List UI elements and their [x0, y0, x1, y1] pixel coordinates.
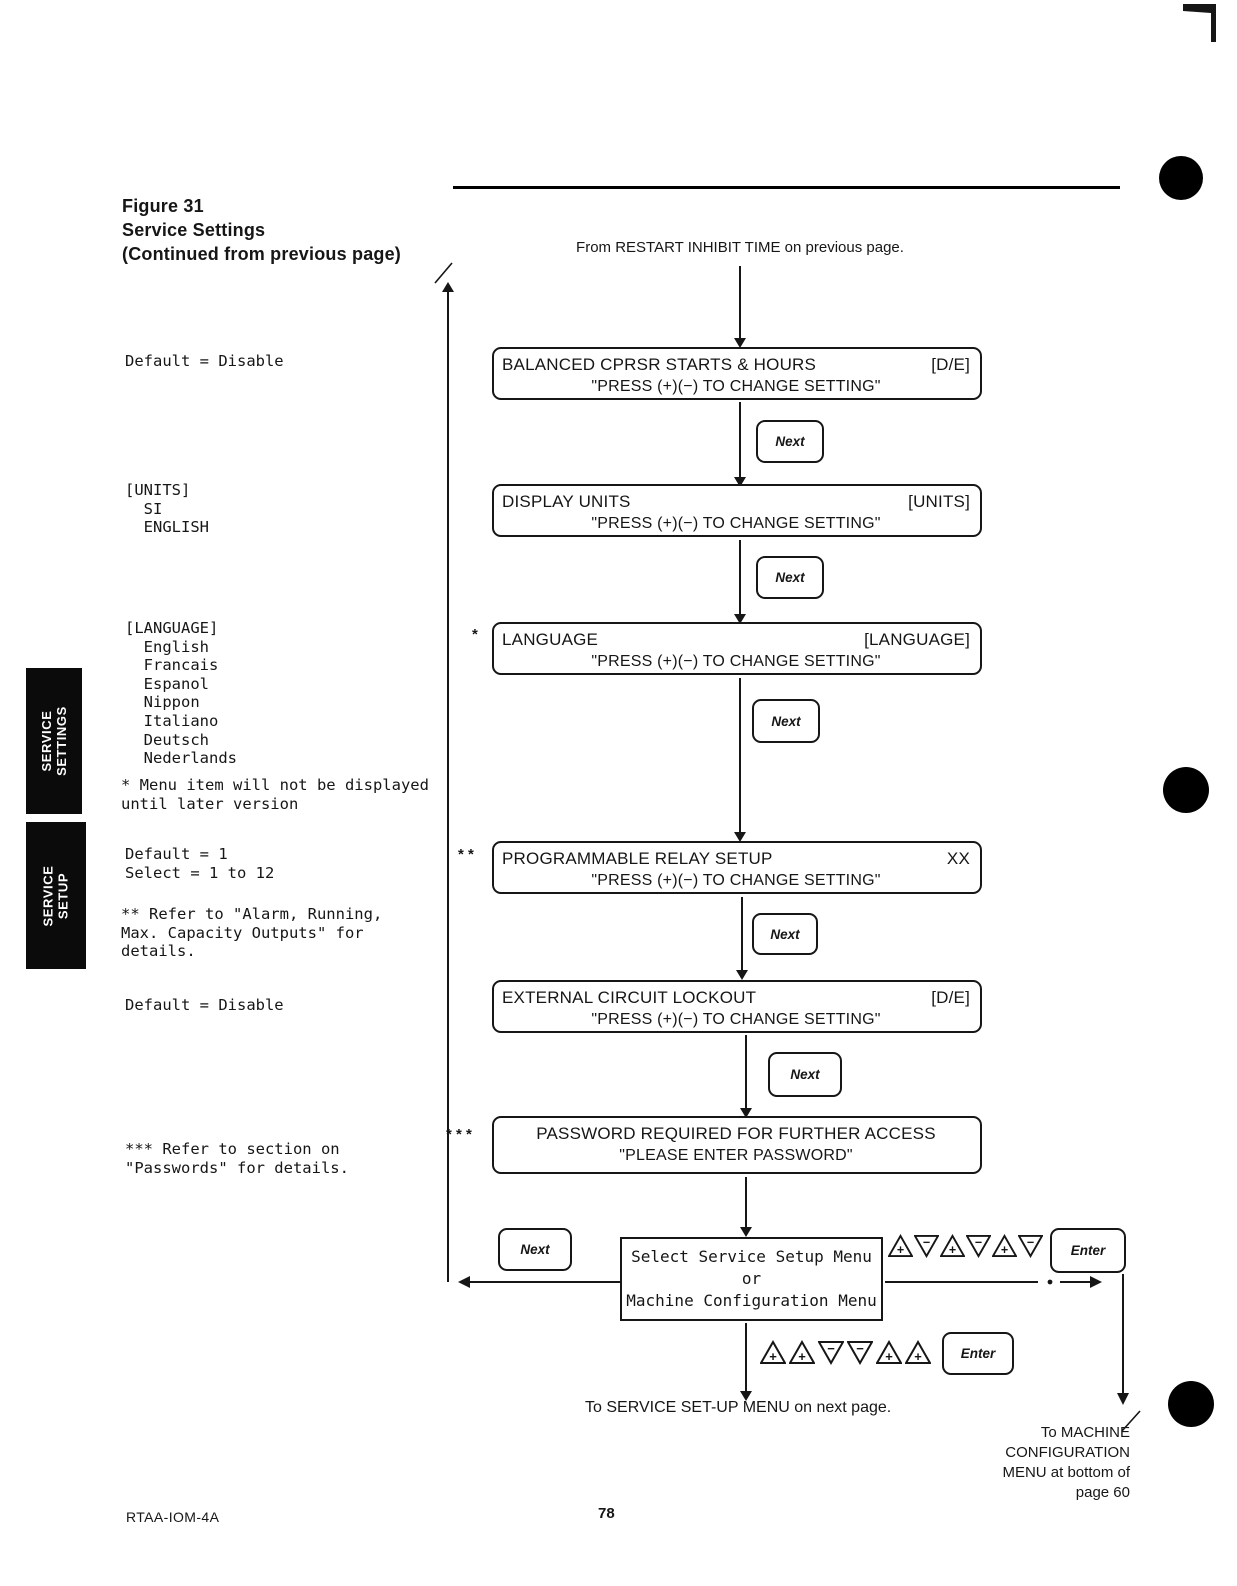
registration-dot	[1168, 1381, 1214, 1427]
display-box-programmable-relay: PROGRAMMABLE RELAY SETUP XX "PRESS (+)(−…	[492, 841, 982, 894]
enter-button: Enter	[1050, 1228, 1126, 1273]
service-settings-tab-label: SERVICE SETTINGS	[39, 706, 69, 776]
box-title: LANGUAGE	[502, 630, 599, 649]
note-default-disable-1: Default = Disable	[125, 352, 284, 370]
key-sequence-row-1: + − + − + −	[888, 1234, 1043, 1258]
to-machine-note: To MACHINE CONFIGURATION MENU at bottom …	[1002, 1424, 1130, 1501]
figure-heading: Figure 31 Service Settings (Continued fr…	[122, 194, 452, 266]
display-box-display-units: DISPLAY UNITS [UNITS] "PRESS (+)(−) TO C…	[492, 484, 982, 537]
box-value: [UNITS]	[908, 492, 970, 511]
tick-slash-top	[434, 262, 453, 284]
minus-key-icon: −	[914, 1234, 939, 1258]
note-units-options: [UNITS] SI ENGLISH	[125, 481, 209, 537]
box-value: [D/E]	[931, 988, 970, 1007]
registration-dot	[1163, 767, 1209, 813]
note-default-select: Default = 1 Select = 1 to 12	[125, 845, 275, 882]
corner-crop-mark	[1183, 4, 1216, 42]
box-subtitle: "PLEASE ENTER PASSWORD"	[619, 1147, 853, 1164]
plus-key-icon: +	[876, 1340, 902, 1364]
service-settings-tab: SERVICE SETTINGS	[26, 668, 82, 814]
to-service-note: To SERVICE SET-UP MENU on next page.	[585, 1399, 892, 1416]
svg-text:+: +	[949, 1243, 956, 1257]
select-menu-text: Select Service Setup Menu or Machine Con…	[626, 1247, 877, 1310]
box-subtitle: "PRESS (+)(−) TO CHANGE SETTING"	[591, 1011, 881, 1028]
key-sequence-row-2: + + − − + +	[760, 1340, 931, 1365]
display-box-password: PASSWORD REQUIRED FOR FURTHER ACCESS "PL…	[492, 1116, 982, 1174]
box-title: BALANCED CPRSR STARTS & HOURS	[502, 355, 817, 374]
svg-text:+: +	[1001, 1243, 1008, 1257]
box-value: XX	[946, 849, 970, 868]
svg-text:−: −	[1027, 1235, 1034, 1249]
note-language-options: [LANGUAGE] English Francais Espanol Nipp…	[125, 619, 237, 768]
box-subtitle: "PRESS (+)(−) TO CHANGE SETTING"	[591, 515, 881, 532]
svg-text:+: +	[897, 1243, 904, 1257]
select-menu-box: Select Service Setup Menu or Machine Con…	[620, 1237, 883, 1321]
plus-key-icon: +	[905, 1340, 931, 1364]
svg-text:+: +	[769, 1349, 777, 1364]
display-box-external-lockout: EXTERNAL CIRCUIT LOCKOUT [D/E] "PRESS (+…	[492, 980, 982, 1033]
service-setup-tab-label: SERVICE SETUP	[41, 864, 72, 927]
minus-key-icon: −	[966, 1234, 991, 1258]
svg-text:−: −	[856, 1341, 864, 1356]
service-setup-tab: SERVICE SETUP	[26, 822, 86, 969]
plus-key-icon: +	[940, 1234, 965, 1257]
next-button: Next	[752, 699, 820, 743]
next-button: Next	[752, 913, 818, 955]
plus-key-icon: +	[789, 1340, 815, 1364]
footnote-marker-relay: * *	[458, 846, 474, 863]
footer-doc-code: RTAA-IOM-4A	[126, 1509, 220, 1525]
minus-key-icon: −	[1018, 1234, 1043, 1258]
header-rule	[453, 186, 1120, 189]
svg-text:+: +	[798, 1349, 806, 1364]
box-value: [LANGUAGE]	[864, 630, 970, 649]
plus-key-icon: +	[888, 1234, 913, 1257]
box-subtitle: "PRESS (+)(−) TO CHANGE SETTING"	[591, 378, 881, 395]
next-button: Next	[768, 1052, 842, 1097]
figure-label: Figure 31	[122, 196, 204, 216]
figure-subtitle: (Continued from previous page)	[122, 244, 402, 264]
figure-title: Service Settings	[122, 220, 266, 240]
footnote-marker-language: *	[472, 626, 478, 643]
next-button: Next	[498, 1228, 572, 1271]
display-box-balanced-cprsr: BALANCED CPRSR STARTS & HOURS [D/E] "PRE…	[492, 347, 982, 400]
registration-dot	[1159, 156, 1203, 200]
minus-key-icon: −	[818, 1341, 844, 1365]
display-box-language: LANGUAGE [LANGUAGE] "PRESS (+)(−) TO CHA…	[492, 622, 982, 675]
enter-button: Enter	[942, 1332, 1014, 1375]
svg-text:+: +	[885, 1349, 893, 1364]
svg-text:−: −	[923, 1235, 930, 1249]
next-button: Next	[756, 420, 824, 463]
box-subtitle: "PRESS (+)(−) TO CHANGE SETTING"	[591, 653, 881, 670]
next-button: Next	[756, 556, 824, 599]
plus-key-icon: +	[760, 1340, 786, 1364]
svg-text:−: −	[827, 1341, 835, 1356]
footnote-marker-password: * * *	[446, 1126, 472, 1143]
plus-key-icon: +	[992, 1234, 1017, 1257]
box-title: PROGRAMMABLE RELAY SETUP	[502, 849, 773, 868]
box-title: EXTERNAL CIRCUIT LOCKOUT	[502, 988, 757, 1007]
box-value: [D/E]	[931, 355, 970, 374]
from-note: From RESTART INHIBIT TIME on previous pa…	[576, 239, 904, 256]
box-title: DISPLAY UNITS	[502, 492, 631, 511]
note-default-disable-2: Default = Disable	[125, 996, 284, 1014]
minus-key-icon: −	[847, 1341, 873, 1365]
note-menu-item-version: * Menu item will not be displayed until …	[121, 776, 429, 813]
svg-text:+: +	[914, 1349, 922, 1364]
note-passwords-refer: *** Refer to section on "Passwords" for …	[125, 1140, 349, 1177]
page-number: 78	[598, 1505, 615, 1522]
note-relay-refer: ** Refer to "Alarm, Running, Max. Capaci…	[121, 905, 383, 961]
svg-text:−: −	[975, 1235, 982, 1249]
box-subtitle: "PRESS (+)(−) TO CHANGE SETTING"	[591, 872, 881, 889]
box-title: PASSWORD REQUIRED FOR FURTHER ACCESS	[536, 1124, 936, 1143]
